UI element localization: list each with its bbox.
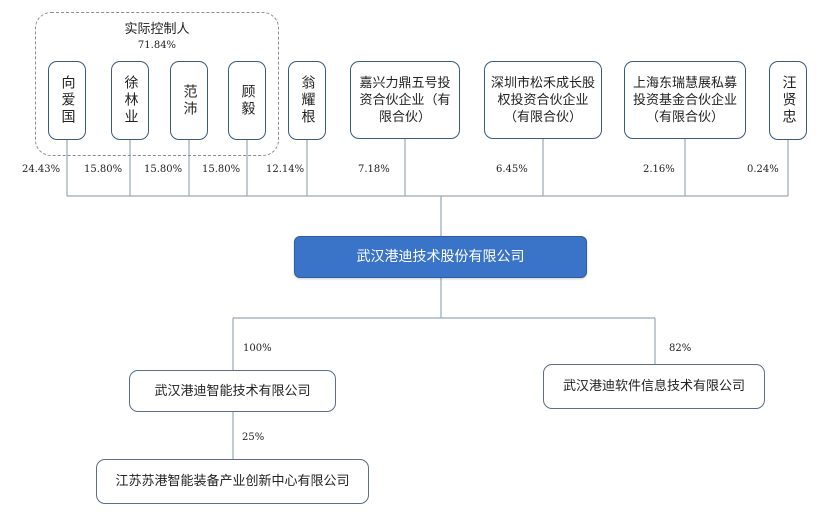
shareholder-fan-pei: 范沛 [170,61,208,140]
percent-fan-pei: 15.80% [144,164,183,175]
group-title: 实际控制人 [124,22,190,37]
percent-grandchild: 25% [242,432,265,443]
percent-gu-yi: 15.80% [202,164,241,175]
shareholder-shenzhen-songhe: 深圳市松禾成长股权投资合伙企业（有限合伙） [484,61,602,139]
shareholder-xu-linye: 徐林业 [111,61,149,140]
percent-subsidiary-software: 82% [669,343,692,354]
shareholder-wang-xianzhong: 汪贤忠 [769,61,807,140]
percent-wang-xianzhong: 0.24% [747,164,779,175]
shareholder-xiang-aiguo: 向爱国 [48,61,86,140]
shareholder-weng-yaogen: 翁耀根 [288,61,326,140]
group-percent: 71.84% [137,40,177,51]
shareholder-gu-yi: 顾毅 [228,61,266,140]
percent-weng-yaogen: 12.14% [266,164,305,175]
actual-controller-group [35,12,279,156]
percent-shenzhen-songhe: 6.45% [496,164,528,175]
percent-xiang-aiguo: 24.43% [22,164,61,175]
percent-shanghai-dongrui: 2.16% [643,164,675,175]
shareholder-shanghai-dongrui: 上海东瑞慧展私募投资基金合伙企业（有限合伙） [624,61,746,139]
subsidiary-intelligent-tech: 武汉港迪智能技术有限公司 [129,370,336,412]
percent-jiaxing-liding: 7.18% [358,164,390,175]
subsidiary-software-info: 武汉港迪软件信息技术有限公司 [543,364,765,409]
percent-xu-linye: 15.80% [84,164,123,175]
main-company-box: 武汉港迪技术股份有限公司 [294,236,587,278]
shareholder-jiaxing-liding: 嘉兴力鼎五号投资合伙企业（有限合伙） [350,61,460,139]
percent-subsidiary-intelligent: 100% [243,343,272,354]
grandchild-jiangsu-innovation-center: 江苏苏港智能装备产业创新中心有限公司 [96,459,369,504]
